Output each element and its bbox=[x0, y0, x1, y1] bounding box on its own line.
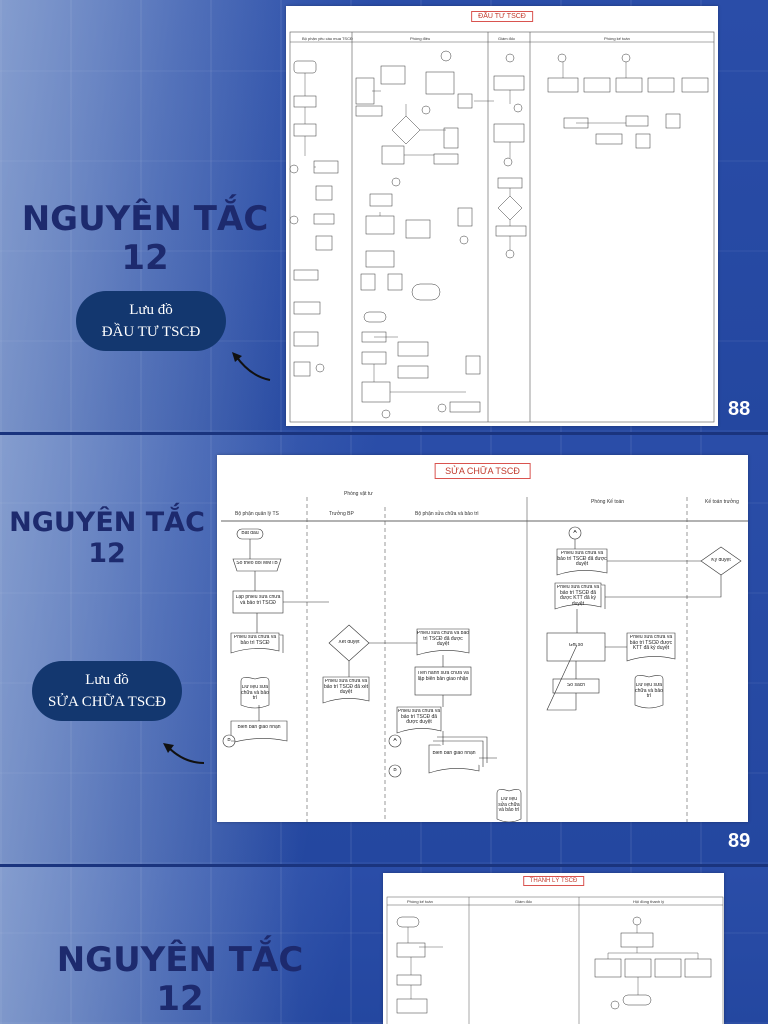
column-header: Giám đốc bbox=[498, 36, 516, 41]
flowchart-image: SỬA CHỮA TSCĐ Phòng vật tư Bộ phận quản … bbox=[217, 455, 748, 822]
slide-dau-tu: NGUYÊN TẮC 12 Lưu đồ ĐẦU TƯ TSCĐ 88 bbox=[0, 0, 768, 432]
node-start: Bắt đầu bbox=[241, 531, 259, 536]
flowchart-image: THANH LÝ TSCĐ Phòng kế toán Giám đốc Hội… bbox=[383, 873, 724, 1024]
title-line-1: NGUYÊN TẮC bbox=[56, 940, 304, 980]
flowchart-drawing bbox=[289, 31, 715, 423]
group-header: Phòng vật tư bbox=[344, 491, 373, 497]
node-request-form: Phiếu sửa chữa và bảo trì TSCĐ bbox=[233, 635, 277, 646]
curved-arrow-icon bbox=[163, 743, 205, 764]
node-approved-form: Phiếu sửa chữa và bảo trì TSCĐ đã xét du… bbox=[323, 679, 369, 695]
slide-title: NGUYÊN TẮC 12 bbox=[4, 507, 210, 569]
node-tracking-book: Sổ theo dõi MMTB bbox=[236, 561, 278, 566]
column-header: Phòng điều bbox=[410, 36, 431, 41]
connector-a: A bbox=[573, 530, 577, 535]
flowchart-title: SỬA CHỮA TSCĐ bbox=[434, 463, 531, 479]
column-header: Bộ phận sửa chữa và bảo trì bbox=[415, 511, 479, 517]
connector-a: A bbox=[393, 738, 397, 743]
flowchart-title: THANH LÝ TSCĐ bbox=[522, 876, 585, 886]
column-header: Phòng kế toán bbox=[604, 36, 630, 41]
slide-title: NGUYÊN TẮC 12 bbox=[50, 940, 310, 1020]
title-line-1: NGUYÊN TẮC bbox=[21, 199, 269, 239]
flowchart-title: ĐẦU TƯ TSCĐ bbox=[471, 11, 533, 22]
page-number: 89 bbox=[728, 830, 751, 852]
node-accounting-form: Phiếu sửa chữa và bảo trì TSCĐ đã được d… bbox=[557, 551, 607, 567]
flowchart-drawing bbox=[221, 497, 748, 822]
node-chief-approve: Ký duyệt bbox=[711, 558, 731, 563]
flowchart-drawing bbox=[386, 896, 724, 1024]
column-header: Phòng Kế toán bbox=[591, 499, 625, 505]
curved-arrow-icon bbox=[232, 352, 271, 381]
page-number: 88 bbox=[728, 398, 751, 420]
column-header: Hội đồng thanh lý bbox=[633, 899, 665, 904]
column-header: Trưởng BP bbox=[329, 511, 354, 517]
node-data-file: Dữ liệu sửa chữa và bảo trì bbox=[241, 685, 269, 701]
node-approve: Xét duyệt bbox=[338, 640, 360, 645]
node-received-form: Phiếu sửa chữa và bảo trì TSCĐ đã được d… bbox=[417, 631, 469, 647]
column-header: Kế toán trưởng bbox=[705, 499, 739, 505]
title-line-2: 12 bbox=[156, 979, 204, 1020]
node-accounting-data: Dữ liệu sửa chữa và bảo trì bbox=[635, 683, 663, 699]
caption-line-1: Lưu đồ bbox=[129, 302, 173, 318]
node-accounting-form-ktt: Phiếu sửa chữa và bảo trì TSCĐ đã được K… bbox=[556, 585, 600, 607]
connector-b: B bbox=[227, 738, 231, 743]
node-handover-2: Biên bản giao nhận bbox=[432, 751, 476, 756]
node-ledger: Sổ sách bbox=[566, 683, 586, 688]
slide-sua-chua: NGUYÊN TẮC 12 Lưu đồ SỬA CHỮA TSCĐ 89 bbox=[0, 432, 768, 864]
node-create-request: Lập phiếu sửa chữa và bảo trì TSCĐ bbox=[235, 595, 281, 606]
title-line-1: NGUYÊN TẮC bbox=[9, 507, 205, 538]
caption-line-2: SỬA CHỮA TSCĐ bbox=[47, 694, 167, 710]
caption-line-1: Lưu đồ bbox=[85, 672, 129, 688]
node-approved-form-2: Phiếu sửa chữa và bảo trì TSCĐ đã được d… bbox=[397, 709, 441, 725]
flowchart-image: ĐẦU TƯ TSCĐ Bộ phận yêu cầu mua TSCĐ Phò… bbox=[286, 6, 718, 426]
title-line-2: 12 bbox=[88, 538, 126, 570]
column-header: Bộ phận yêu cầu mua TSCĐ bbox=[302, 36, 353, 41]
slide-title: NGUYÊN TẮC 12 bbox=[20, 199, 270, 279]
column-header: Phòng kế toán bbox=[407, 899, 433, 904]
slide-thanh-ly: NGUYÊN TẮC 12 bbox=[0, 864, 768, 1024]
column-header: Giám đốc bbox=[515, 899, 533, 904]
column-header: Bộ phận quản lý TS bbox=[235, 511, 279, 517]
connector-b: B bbox=[393, 768, 397, 773]
node-accounting-approved: Phiếu sửa chữa và bảo trì TSCĐ được KTT … bbox=[629, 635, 673, 651]
node-record: Ghi sổ bbox=[568, 643, 584, 648]
flowchart-caption-pill: Lưu đồ ĐẦU TƯ TSCĐ bbox=[76, 291, 226, 351]
node-do-repair: Tiến hành sửa chữa và lập biên bản giao … bbox=[417, 671, 469, 682]
title-line-2: 12 bbox=[121, 238, 169, 279]
caption-line-2: ĐẦU TƯ TSCĐ bbox=[101, 324, 201, 340]
flowchart-caption-pill: Lưu đồ SỬA CHỮA TSCĐ bbox=[32, 661, 182, 721]
node-handover: Biên bản giao nhận bbox=[237, 725, 281, 730]
node-data-file-2: Dữ liệu sửa chữa và bảo trì bbox=[498, 797, 520, 813]
